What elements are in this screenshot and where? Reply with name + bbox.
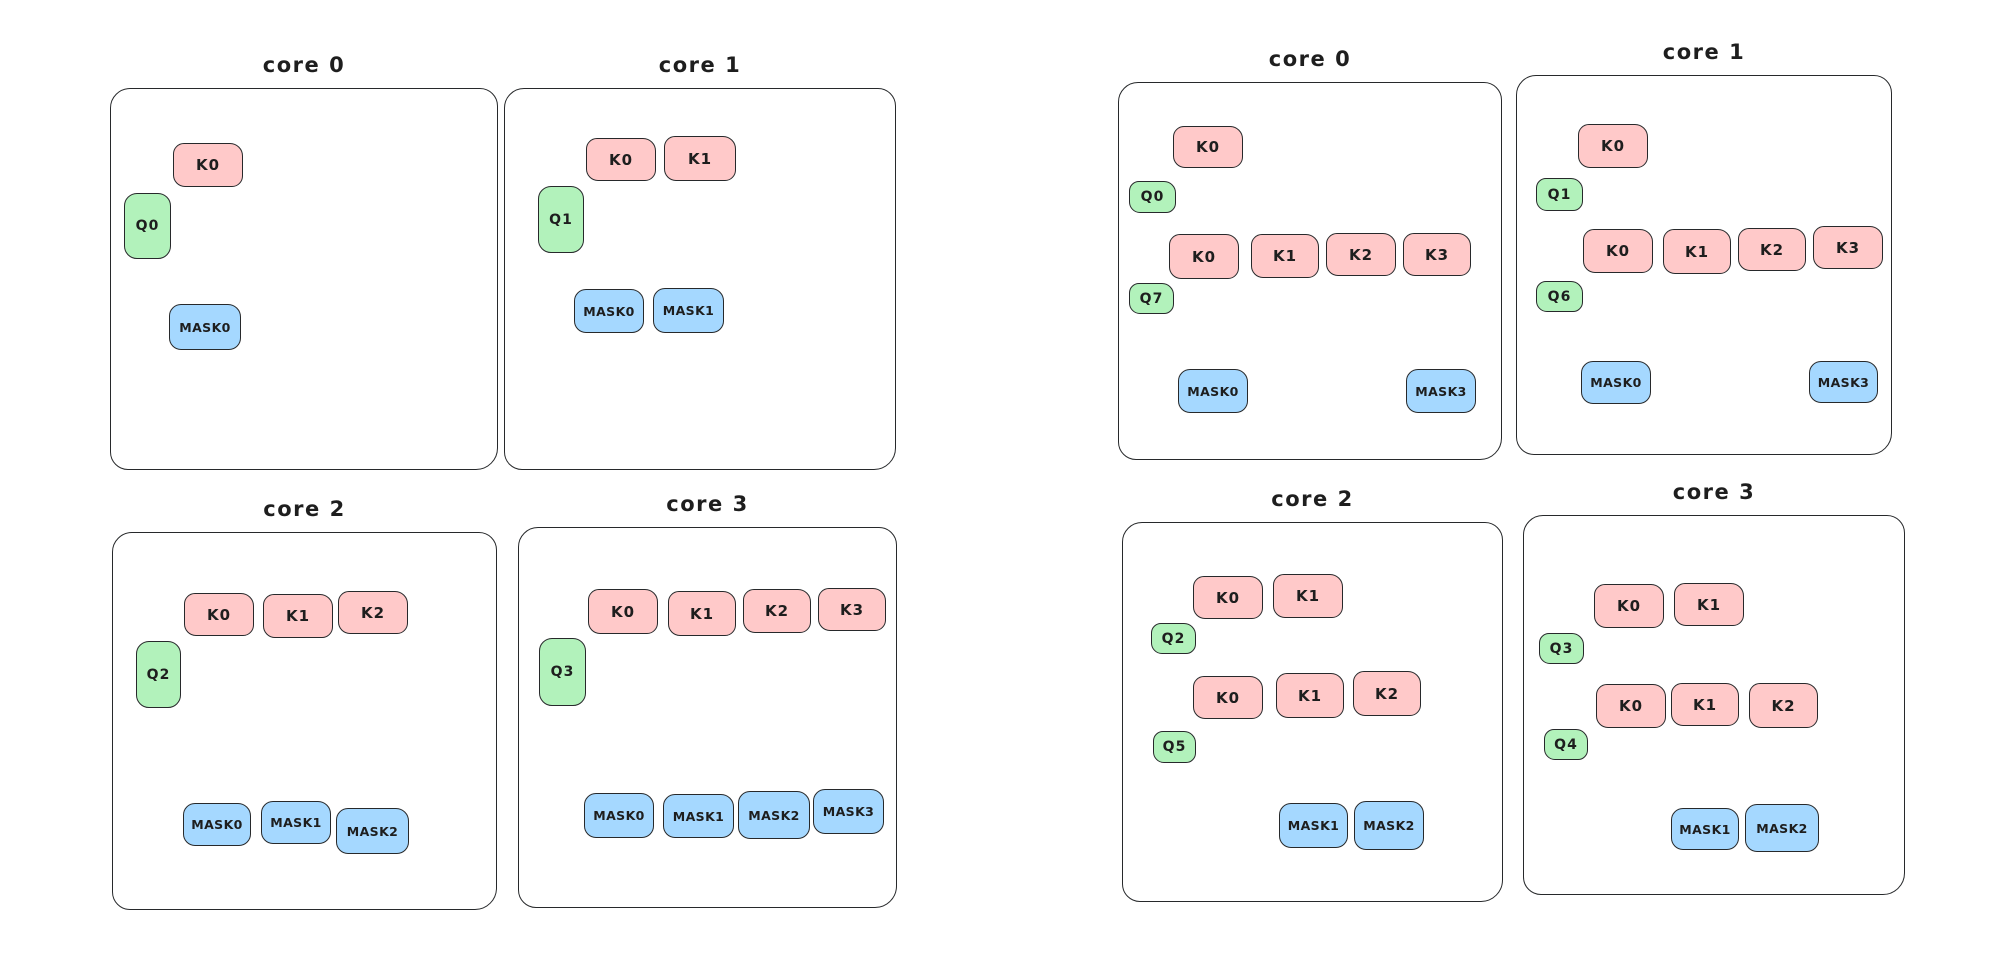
q-chip: Q3: [539, 638, 586, 706]
k-chip: K0: [1596, 684, 1666, 728]
k-chip: K2: [1326, 233, 1396, 276]
mask-chip: MASK2: [1354, 801, 1424, 850]
mask-chip: MASK0: [169, 304, 241, 350]
mask-chip: MASK1: [653, 288, 724, 333]
k-chip: K1: [1276, 673, 1344, 718]
k-chip: K0: [586, 138, 656, 181]
mask-chip: MASK2: [738, 791, 810, 839]
q-chip: Q1: [538, 186, 584, 253]
mask-chip: MASK1: [1279, 803, 1348, 848]
mask-chip: MASK0: [1581, 361, 1651, 404]
q-chip: Q0: [124, 193, 171, 259]
k-chip: K2: [743, 589, 811, 633]
q-chip: Q2: [136, 641, 181, 708]
k-chip: K1: [664, 136, 736, 181]
k-chip: K3: [818, 588, 886, 631]
mask-chip: MASK2: [1745, 804, 1819, 852]
k-chip: K0: [588, 589, 658, 634]
core-title-right-core-0: core 0: [1268, 47, 1352, 71]
core-title-right-core-1: core 1: [1662, 40, 1746, 64]
k-chip: K0: [173, 143, 243, 187]
k-chip: K1: [1674, 583, 1744, 626]
k-chip: K2: [1749, 683, 1818, 728]
mask-chip: MASK3: [1406, 369, 1476, 413]
k-chip: K2: [338, 591, 408, 634]
q-chip: Q6: [1536, 281, 1583, 312]
core-title-left-core-1: core 1: [658, 53, 742, 77]
k-chip: K1: [668, 591, 736, 636]
core-title-left-core-2: core 2: [263, 497, 346, 521]
q-chip: Q0: [1129, 181, 1176, 213]
k-chip: K0: [1193, 676, 1263, 719]
k-chip: K0: [1193, 576, 1263, 619]
k-chip: K3: [1403, 233, 1471, 276]
k-chip: K1: [1671, 683, 1739, 726]
mask-chip: MASK0: [1178, 369, 1248, 413]
mask-chip: MASK3: [1809, 361, 1878, 403]
mask-chip: MASK1: [261, 801, 331, 844]
k-chip: K0: [1169, 234, 1239, 279]
k-chip: K0: [184, 593, 254, 636]
q-chip: Q7: [1129, 283, 1174, 314]
core-title-left-core-0: core 0: [262, 53, 346, 77]
mask-chip: MASK0: [183, 803, 251, 846]
k-chip: K2: [1353, 671, 1421, 716]
q-chip: Q3: [1539, 633, 1584, 664]
q-chip: Q1: [1536, 178, 1583, 211]
mask-chip: MASK1: [663, 794, 734, 838]
k-chip: K0: [1583, 229, 1653, 273]
core-title-left-core-3: core 3: [666, 492, 749, 516]
mask-chip: MASK1: [1671, 808, 1739, 850]
k-chip: K1: [1251, 234, 1319, 278]
q-chip: Q2: [1151, 623, 1196, 654]
mask-chip: MASK3: [813, 789, 884, 834]
q-chip: Q5: [1153, 731, 1196, 763]
k-chip: K0: [1594, 584, 1664, 628]
mask-chip: MASK0: [584, 793, 654, 838]
k-chip: K0: [1173, 126, 1243, 168]
core-title-right-core-3: core 3: [1672, 480, 1756, 504]
core-title-right-core-2: core 2: [1271, 487, 1354, 511]
mask-chip: MASK2: [336, 808, 409, 854]
k-chip: K3: [1813, 226, 1883, 269]
k-chip: K0: [1578, 124, 1648, 168]
k-chip: K1: [1273, 574, 1343, 618]
mask-chip: MASK0: [574, 289, 644, 333]
k-chip: K1: [1663, 229, 1731, 274]
k-chip: K1: [263, 594, 333, 638]
k-chip: K2: [1738, 228, 1806, 271]
q-chip: Q4: [1544, 729, 1588, 760]
